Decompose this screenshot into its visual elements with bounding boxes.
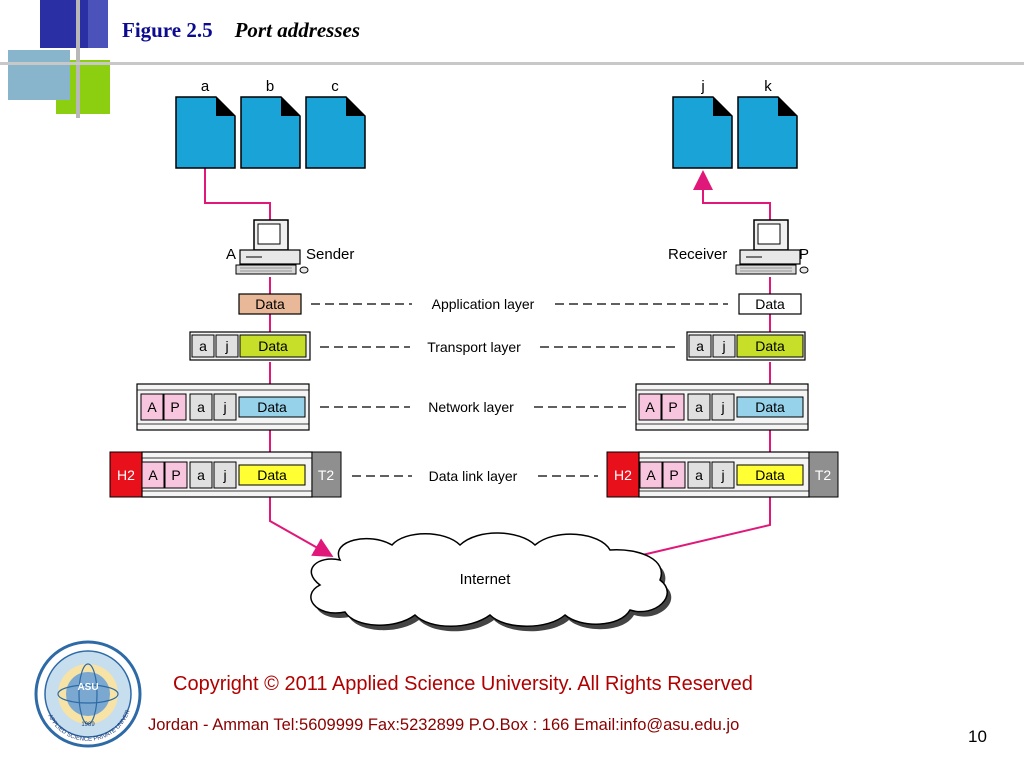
application-layer-row: Data Data Application layer (238, 293, 802, 315)
sender-transport-src-port: a (199, 338, 207, 354)
receiver-transport-data: Data (755, 338, 785, 354)
sender-files: a b c (175, 78, 366, 169)
receiver-datalink-dst-port: j (720, 467, 724, 483)
link-lines (204, 168, 771, 557)
sender-host-label: A (226, 246, 236, 263)
asu-logo (34, 640, 142, 748)
sender-computer-icon (235, 219, 309, 275)
sender-datalink-header: H2 (117, 467, 135, 483)
internet-cloud: Internet (310, 532, 672, 632)
contact-text: Jordan - Amman Tel:5609999 Fax:5232899 P… (148, 716, 740, 734)
copyright-text: Copyright © 2011 Applied Science Univers… (173, 673, 753, 695)
sender-app-data (238, 293, 302, 315)
file-label-a: a (201, 78, 210, 95)
logo-year: 1989 (81, 722, 95, 728)
sender-network-data: Data (257, 399, 287, 415)
receiver-app-data (738, 293, 802, 315)
receiver-network-dst-port: j (720, 399, 724, 415)
receiver-datalink-data: Data (755, 467, 785, 483)
receiver-computer-icon (735, 219, 809, 275)
sender-datalink-dst-addr: P (171, 467, 180, 483)
file-icon (175, 96, 236, 169)
logo-name: APPLIED SCIENCE PRIVATE UNIVERSITY (0, 0, 132, 743)
corner-decoration (0, 0, 1024, 118)
receiver-datalink-header: H2 (614, 467, 632, 483)
receiver-network-src-port: a (695, 399, 703, 415)
network-layer-row: A P a j Data A P a j Data Network layer (136, 383, 809, 431)
file-label-c: c (331, 78, 339, 95)
receiver-datalink-dst-addr: P (669, 467, 678, 483)
sender-network-dst-port: j (222, 399, 226, 415)
page-title: Figure 2.5 Port addresses (122, 18, 360, 43)
receiver-host-label: P (799, 246, 809, 263)
file-icon (737, 96, 798, 169)
sender-datalink-dst-port: j (222, 467, 226, 483)
receiver-transport-dst-port: j (721, 338, 725, 354)
datalink-layer-row: H2 A P a j Data T2 H2 A P a j Data T2 (109, 451, 839, 498)
sender-transport-dst-port: j (224, 338, 228, 354)
receiver-role-label: Receiver (668, 246, 727, 263)
receiver-datalink-trailer: T2 (815, 467, 832, 483)
receiver-network-src-addr: A (645, 399, 655, 415)
file-label-k: k (764, 78, 772, 95)
receiver-files: j k (672, 78, 798, 169)
transport-layer-row: a j Data a j Data Transport layer (189, 331, 806, 361)
sender-datalink-trailer: T2 (318, 467, 335, 483)
sender-datalink-src-port: a (197, 467, 205, 483)
logo-abbrev: ASU (77, 682, 98, 693)
internet-label: Internet (460, 571, 512, 588)
sender-transport-data: Data (258, 338, 288, 354)
receiver-datalink-src-addr: A (646, 467, 656, 483)
sender-role-label: Sender (306, 246, 354, 263)
datalink-layer-label: Data link layer (429, 468, 518, 484)
sender-network-dst-addr: P (170, 399, 179, 415)
transport-layer-label: Transport layer (427, 339, 521, 355)
receiver-datalink-src-port: a (695, 467, 703, 483)
page-number: 10 (968, 727, 987, 746)
sender-network-src-port: a (197, 399, 205, 415)
network-layer-label: Network layer (428, 399, 514, 415)
sender-app-data-label: Data (255, 296, 285, 312)
sender-datalink-src-addr: A (148, 467, 158, 483)
file-icon (305, 96, 366, 169)
receiver-app-data-label: Data (755, 296, 785, 312)
sender-datalink-data: Data (257, 467, 287, 483)
file-label-b: b (266, 78, 274, 95)
file-icon (672, 96, 733, 169)
figure-caption: Port addresses (234, 18, 361, 42)
receiver-network-dst-addr: P (668, 399, 677, 415)
sender-network-src-addr: A (147, 399, 157, 415)
figure-number: Figure 2.5 (122, 18, 213, 42)
application-layer-label: Application layer (432, 296, 535, 312)
file-label-j: j (700, 78, 704, 95)
file-icon (240, 96, 301, 169)
receiver-network-data: Data (755, 399, 785, 415)
receiver-transport-src-port: a (696, 338, 704, 354)
